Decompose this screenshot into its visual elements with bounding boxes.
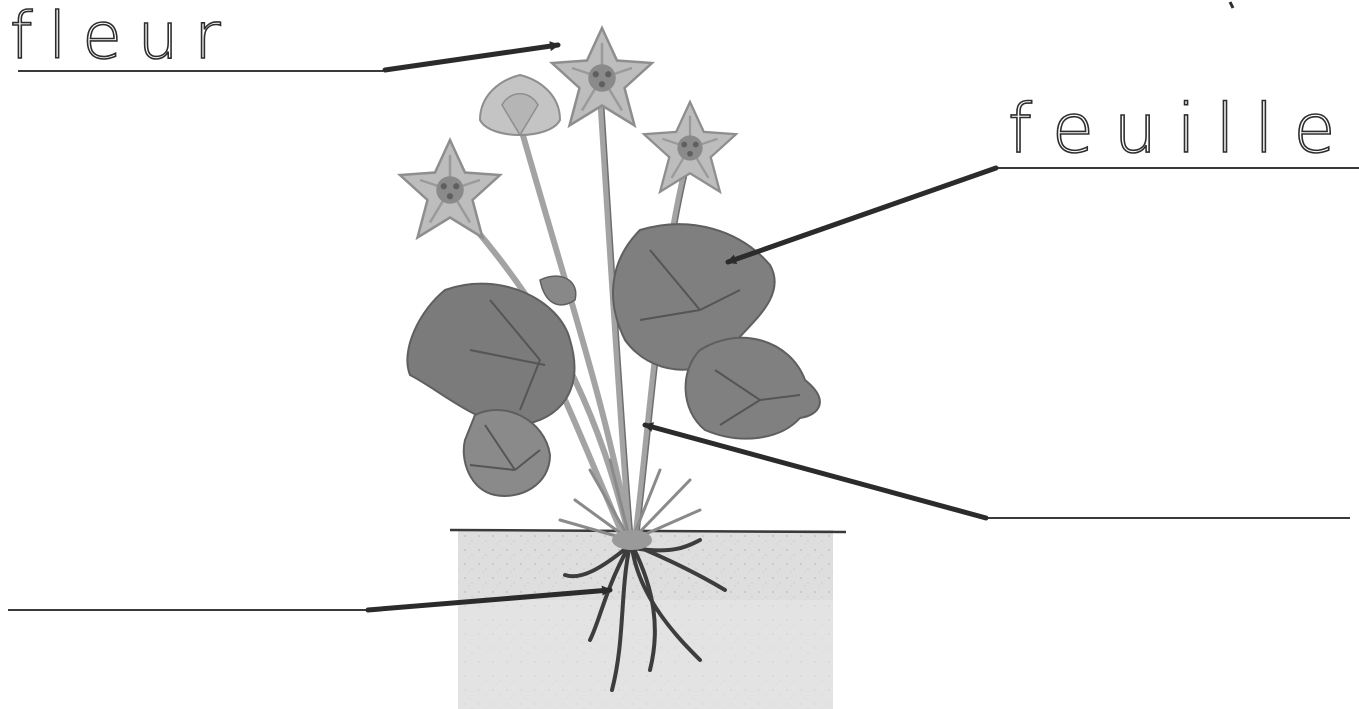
arrow-icon — [385, 45, 558, 70]
flower-bud — [480, 75, 560, 135]
flower-right — [644, 102, 736, 192]
handwritten-answer-top-right: feuille — [1008, 90, 1355, 169]
stray-pen-mark — [1230, 2, 1233, 8]
arrow-icon — [645, 425, 986, 518]
arrow-icon — [728, 168, 996, 262]
handwritten-answer-top-left: fleur — [10, 0, 237, 74]
plant-illustration — [400, 28, 846, 709]
flower-left — [400, 140, 500, 238]
